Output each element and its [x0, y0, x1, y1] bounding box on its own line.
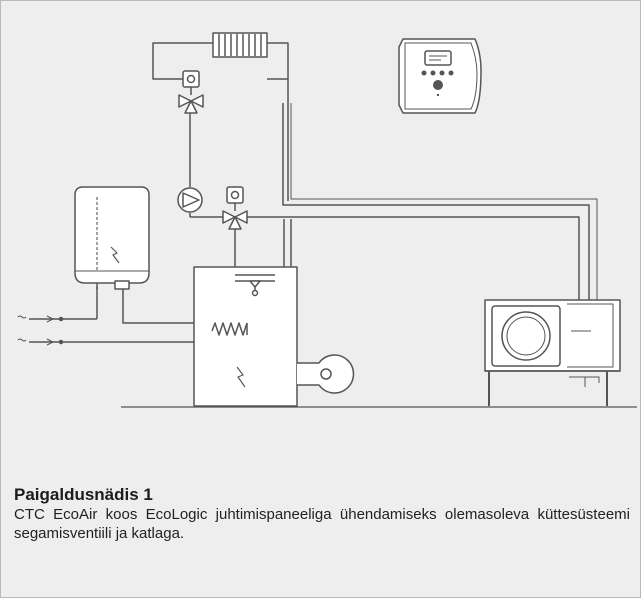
inlet-marks [17, 315, 27, 342]
boiler [193, 266, 298, 407]
circulation-pump [177, 187, 203, 213]
radiator [212, 32, 268, 58]
caption-text: CTC EcoAir koos EcoLogic juhtimispaneeli… [14, 506, 630, 542]
mixing-valve-upper [178, 70, 204, 114]
installation-diagram [17, 32, 637, 408]
control-panel [398, 38, 482, 114]
mixing-valve-lower [222, 186, 248, 230]
heat-pump-outdoor-unit [484, 299, 621, 406]
figure-caption: Paigaldusnädis 1 CTC EcoAir koos EcoLogi… [14, 485, 630, 543]
water-heater [74, 186, 150, 290]
caption-title: Paigaldusnädis 1 [14, 485, 153, 504]
burner-fan [297, 354, 355, 394]
